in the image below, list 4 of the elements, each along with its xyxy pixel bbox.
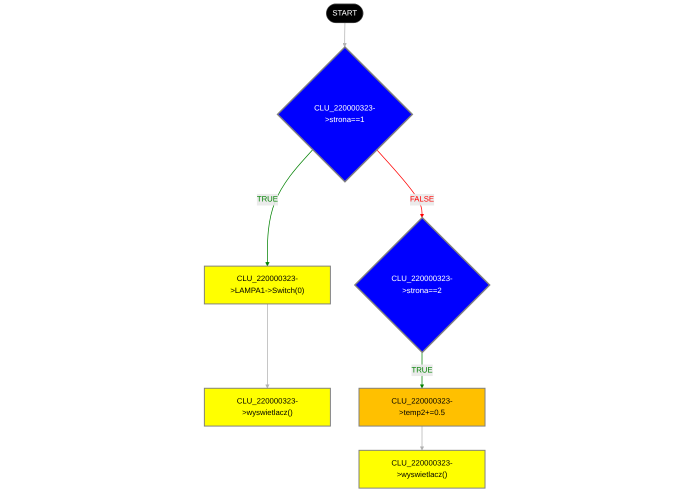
arrow: [342, 22, 347, 48]
arrow: [420, 426, 424, 450]
arrow: [265, 304, 270, 388]
arrow: [265, 149, 314, 266]
